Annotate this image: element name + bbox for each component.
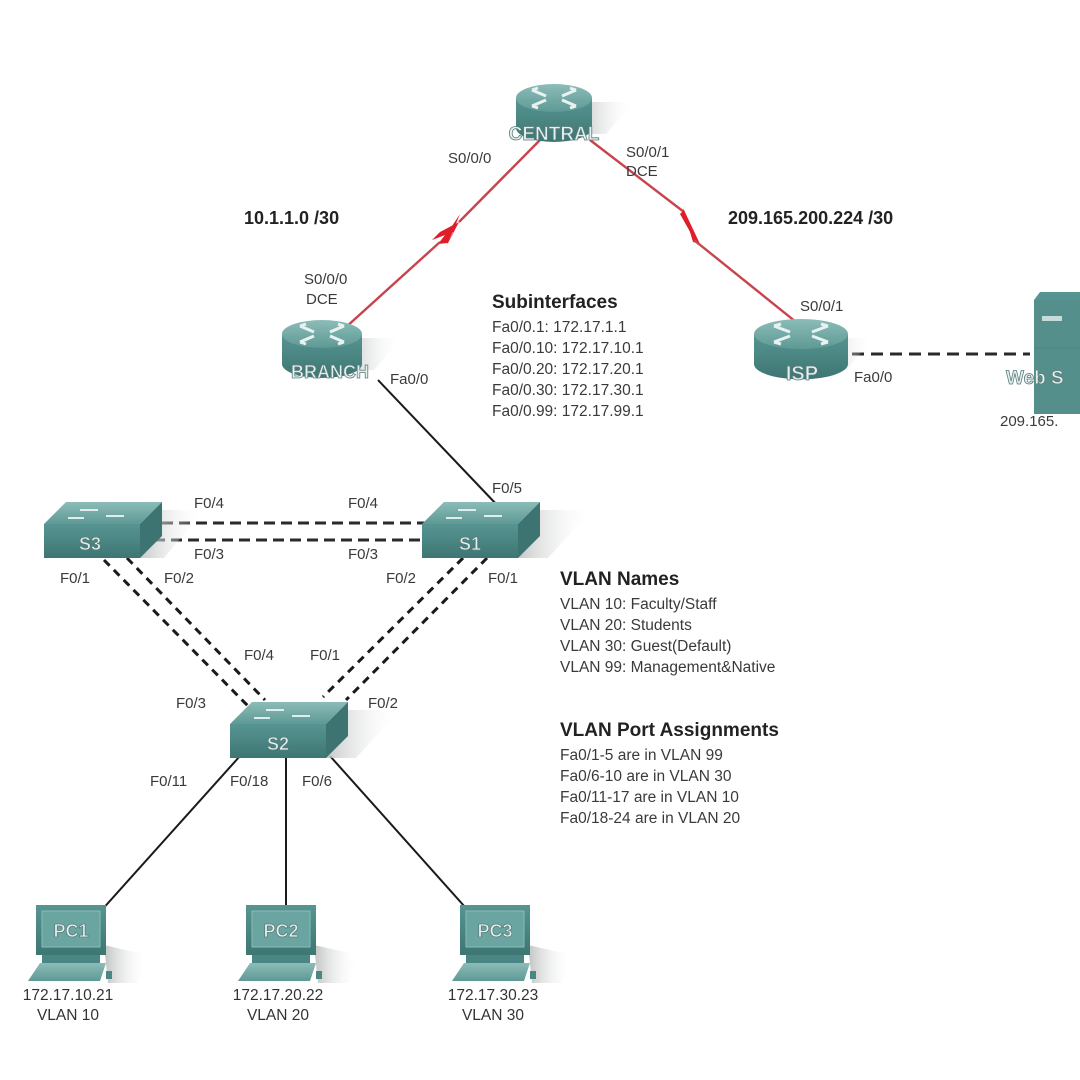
port-label: F0/2: [386, 570, 417, 587]
link-s2-pc1[interactable]: [99, 755, 241, 913]
pc-1[interactable]: PC1: [28, 905, 148, 983]
port-label: F0/3: [348, 546, 379, 563]
link-s2-pc3[interactable]: [329, 755, 466, 908]
port-label: Fa0/0: [390, 371, 429, 388]
port-label: S0/0/0: [304, 271, 348, 288]
vlan-port-line: Fa0/6-10 are in VLAN 30: [560, 768, 732, 785]
switch-s2-name: S2: [267, 734, 289, 754]
vlan-name-line: VLAN 99: Management&Native: [560, 659, 776, 676]
web-server-name: Web S: [1006, 368, 1064, 389]
port-label: F0/3: [176, 695, 207, 712]
subinterfaces-title: Subinterfaces: [492, 292, 618, 313]
pc-icon: [28, 905, 148, 983]
port-label: S0/0/0: [448, 150, 492, 167]
port-label: F0/1: [488, 570, 519, 587]
pc-2-caption: 172.17.20.22 VLAN 20: [198, 986, 358, 1026]
vlan-name-line: VLAN 30: Guest(Default): [560, 638, 732, 655]
vlan-ports-title: VLAN Port Assignments: [560, 720, 779, 741]
port-label: S0/0/1: [626, 144, 670, 161]
subinterface-line: Fa0/0.1: 172.17.1.1: [492, 319, 627, 336]
vlan-name-line: VLAN 10: Faculty/Staff: [560, 596, 717, 613]
switch-s1-name: S1: [459, 534, 481, 554]
router-isp[interactable]: ISP: [754, 319, 874, 385]
port-label: F0/5: [492, 480, 523, 497]
subinterface-line: Fa0/0.20: 172.17.20.1: [492, 361, 644, 378]
port-label: F0/18: [230, 773, 269, 790]
port-label: F0/1: [310, 647, 341, 664]
subinterfaces-block: Subinterfaces Fa0/0.1: 172.17.1.1 Fa0/0.…: [492, 292, 644, 422]
link-s3-s2-f01[interactable]: [102, 558, 252, 710]
network-label-right-wan: 209.165.200.224 /30: [728, 208, 894, 228]
vlan-ports-block: VLAN Port Assignments Fa0/1-5 are in VLA…: [560, 720, 779, 829]
subinterface-line: Fa0/0.30: 172.17.30.1: [492, 382, 644, 399]
vlan-port-line: Fa0/11-17 are in VLAN 10: [560, 789, 739, 806]
pc-1-vlan: VLAN 10: [36, 1007, 100, 1024]
links: [99, 139, 1030, 913]
pc-3-vlan: VLAN 30: [461, 1007, 525, 1024]
link-s1-s2-f02[interactable]: [321, 556, 465, 699]
pc-3-name: PC3: [477, 921, 512, 941]
switch-s3[interactable]: S3: [44, 502, 204, 558]
dce-label: DCE: [306, 291, 338, 308]
link-s3-s2-f02[interactable]: [125, 556, 267, 702]
router-branch-name: BRANCH: [291, 362, 369, 382]
web-server[interactable]: Web S: [1006, 292, 1080, 414]
vlan-names-block: VLAN Names VLAN 10: Faculty/Staff VLAN 2…: [560, 569, 775, 678]
port-label: Fa0/0: [854, 369, 893, 386]
vlan-names-title: VLAN Names: [560, 569, 680, 590]
port-label: F0/4: [194, 495, 225, 512]
port-label: F0/11: [150, 773, 188, 790]
pc-1-name: PC1: [53, 921, 88, 941]
subinterface-line: Fa0/0.10: 172.17.10.1: [492, 340, 644, 357]
pc-icon: [452, 905, 572, 983]
pc-icon: [238, 905, 358, 983]
pc-1-ip: 172.17.10.21: [22, 987, 114, 1004]
switch-s3-name: S3: [79, 534, 101, 554]
router-icon: [516, 84, 634, 142]
network-label-left-wan: 10.1.1.0 /30: [244, 208, 340, 228]
pc-3-ip: 172.17.30.23: [447, 987, 539, 1004]
server-icon: [1034, 292, 1080, 414]
port-label: F0/2: [368, 695, 399, 712]
port-label: F0/6: [302, 773, 333, 790]
vlan-port-line: Fa0/1-5 are in VLAN 99: [560, 747, 723, 764]
pc-2[interactable]: PC2: [238, 905, 358, 983]
subinterface-line: Fa0/0.99: 172.17.99.1: [492, 403, 644, 420]
switch-icon: [422, 502, 592, 558]
port-label: F0/3: [194, 546, 225, 563]
router-isp-name: ISP: [786, 363, 818, 385]
link-branch-s1[interactable]: [377, 379, 499, 507]
vlan-port-line: Fa0/18-24 are in VLAN 20: [560, 810, 741, 827]
pc-3-caption: 172.17.30.23 VLAN 30: [413, 986, 573, 1026]
port-label: F0/2: [164, 570, 195, 587]
switch-s1[interactable]: S1: [422, 502, 592, 558]
pc-2-vlan: VLAN 20: [246, 1007, 310, 1024]
vlan-name-line: VLAN 20: Students: [560, 617, 692, 634]
router-icon: [282, 320, 402, 378]
dce-label: DCE: [626, 163, 658, 180]
pc-2-ip: 172.17.20.22: [232, 987, 324, 1004]
link-s1-s2-f01[interactable]: [344, 556, 489, 702]
web-server-ip: 209.165.: [1000, 413, 1059, 430]
switch-icon: [44, 502, 204, 558]
port-label: S0/0/1: [800, 298, 844, 315]
pc-3[interactable]: PC3: [452, 905, 572, 983]
router-central[interactable]: CENTRAL: [508, 84, 634, 145]
router-icon: [754, 319, 874, 380]
pc-1-caption: 172.17.10.21 VLAN 10: [0, 986, 148, 1026]
serial-link-central-isp[interactable]: [589, 139, 797, 323]
switch-icon: [230, 702, 400, 758]
port-label: F0/1: [60, 570, 91, 587]
switch-s2[interactable]: S2: [230, 702, 400, 758]
router-central-name: CENTRAL: [509, 124, 600, 145]
pc-2-name: PC2: [263, 921, 298, 941]
serial-link-central-branch[interactable]: [344, 139, 541, 329]
port-label: F0/4: [244, 647, 275, 664]
router-branch[interactable]: BRANCH: [282, 320, 402, 382]
port-label: F0/4: [348, 495, 379, 512]
